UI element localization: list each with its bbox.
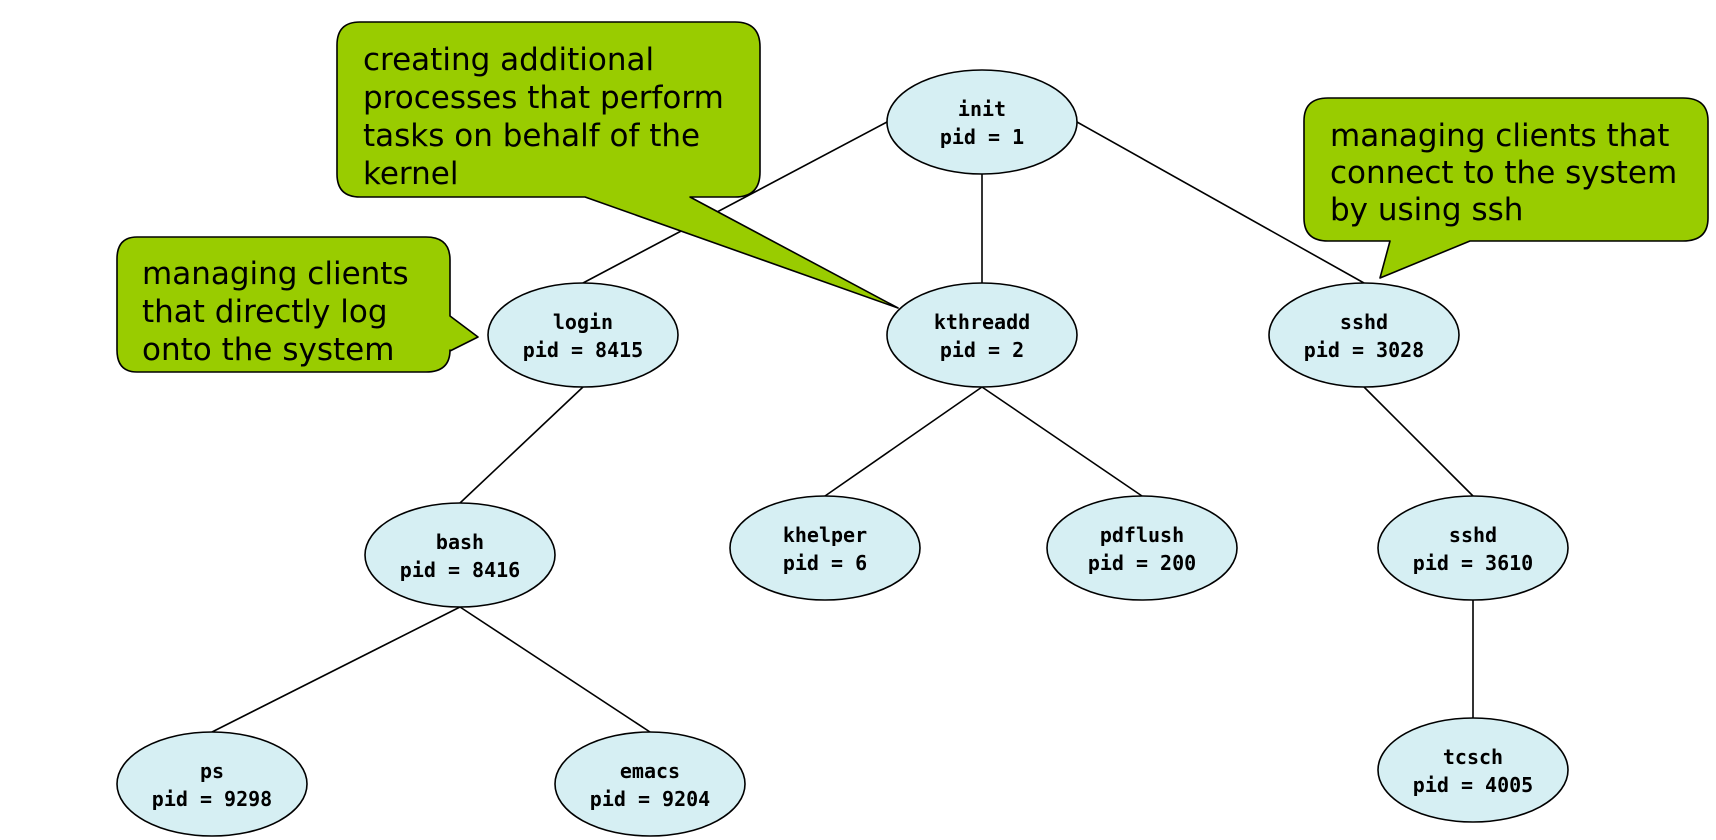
process-node-ellipse (1268, 282, 1460, 388)
process-name: ps (200, 759, 224, 783)
process-name: sshd (1340, 310, 1388, 334)
edge-bash-to-emacs (459, 606, 651, 733)
process-pid: pid = 9298 (152, 787, 272, 811)
process-node-ellipse (1046, 495, 1238, 601)
process-name: tcsch (1443, 745, 1503, 769)
callout-login-bubble (116, 236, 479, 373)
callout-login-line: that directly log (142, 294, 388, 330)
process-name: emacs (620, 759, 680, 783)
process-name: init (958, 97, 1006, 121)
process-pid: pid = 2 (940, 338, 1024, 362)
edge-login-to-bash (459, 386, 584, 504)
callout-sshd-line: by using ssh (1330, 192, 1523, 228)
process-node-bash: bash pid = 8416 (364, 502, 556, 608)
callout-kthreadd-bubble (336, 21, 899, 309)
process-pid: pid = 9204 (590, 787, 710, 811)
callouts-layer (116, 21, 1709, 373)
nodes-layer: init pid = 1 login pid = 8415 kthreadd pid = … (116, 69, 1569, 837)
process-node-ellipse (487, 282, 679, 388)
callout-kthreadd-line: creating additional (363, 42, 654, 78)
process-name: sshd (1449, 523, 1497, 547)
process-node-sshd-3610: sshd pid = 3610 (1377, 495, 1569, 601)
process-pid: pid = 3610 (1413, 551, 1533, 575)
process-node-init: init pid = 1 (886, 69, 1078, 175)
process-pid: pid = 3028 (1304, 338, 1424, 362)
callout-sshd-line: connect to the system (1330, 155, 1677, 191)
process-node-pdflush: pdflush pid = 200 (1046, 495, 1238, 601)
callout-login-line: managing clients (142, 256, 409, 292)
process-node-ellipse (1377, 717, 1569, 823)
edge-kthreadd-to-khelper (824, 386, 983, 497)
process-node-emacs: emacs pid = 9204 (554, 731, 746, 837)
process-node-ellipse (729, 495, 921, 601)
process-node-ellipse (364, 502, 556, 608)
callout-login-line: onto the system (142, 332, 394, 368)
process-name: bash (436, 530, 484, 554)
process-node-ps: ps pid = 9298 (116, 731, 308, 837)
process-node-ellipse (116, 731, 308, 837)
process-node-khelper: khelper pid = 6 (729, 495, 921, 601)
callout-sshd-bubble (1303, 97, 1709, 279)
edge-bash-to-ps (211, 606, 461, 733)
edge-init-to-sshd-3028 (1076, 121, 1365, 284)
process-node-ellipse (1377, 495, 1569, 601)
callout-sshd-line: managing clients that (1330, 118, 1669, 154)
process-node-login: login pid = 8415 (487, 282, 679, 388)
process-pid: pid = 6 (783, 551, 867, 575)
process-node-ellipse (886, 282, 1078, 388)
process-node-sshd-3028: sshd pid = 3028 (1268, 282, 1460, 388)
edge-sshd-3028-to-sshd-3610 (1363, 386, 1474, 497)
process-name: pdflush (1100, 523, 1184, 547)
process-pid: pid = 8415 (523, 338, 643, 362)
edges-layer (211, 121, 1474, 733)
process-pid: pid = 200 (1088, 551, 1196, 575)
process-node-ellipse (554, 731, 746, 837)
edge-kthreadd-to-pdflush (981, 386, 1143, 497)
process-name: login (553, 310, 613, 334)
process-node-ellipse (886, 69, 1078, 175)
process-name: khelper (783, 523, 867, 547)
process-pid: pid = 8416 (400, 558, 520, 582)
callout-kthreadd-line: tasks on behalf of the (363, 118, 700, 154)
process-name: kthreadd (934, 310, 1030, 334)
callout-kthreadd-line: kernel (363, 156, 458, 192)
edge-init-to-login (582, 121, 888, 284)
process-pid: pid = 4005 (1413, 773, 1533, 797)
callout-kthreadd-line: processes that perform (363, 80, 724, 116)
process-pid: pid = 1 (940, 125, 1024, 149)
process-node-kthreadd: kthreadd pid = 2 (886, 282, 1078, 388)
process-node-tcsch: tcsch pid = 4005 (1377, 717, 1569, 823)
